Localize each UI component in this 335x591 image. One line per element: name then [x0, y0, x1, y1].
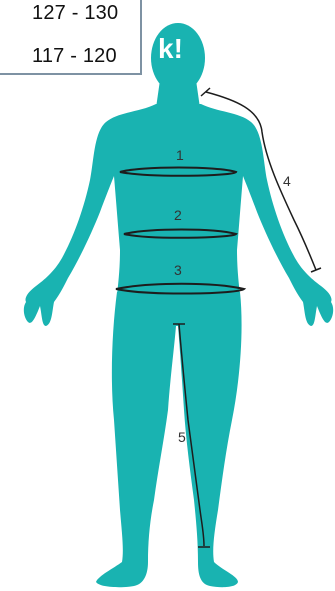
- legs: [96, 292, 242, 587]
- label-1: 1: [176, 147, 184, 163]
- label-5: 5: [178, 429, 186, 445]
- label-2: 2: [174, 207, 182, 223]
- body-silhouette: [24, 23, 333, 587]
- brand-logo: k!: [154, 24, 198, 68]
- label-4: 4: [283, 173, 291, 189]
- label-3: 3: [174, 262, 182, 278]
- neck: [156, 80, 200, 108]
- logo-text: k!: [158, 33, 183, 64]
